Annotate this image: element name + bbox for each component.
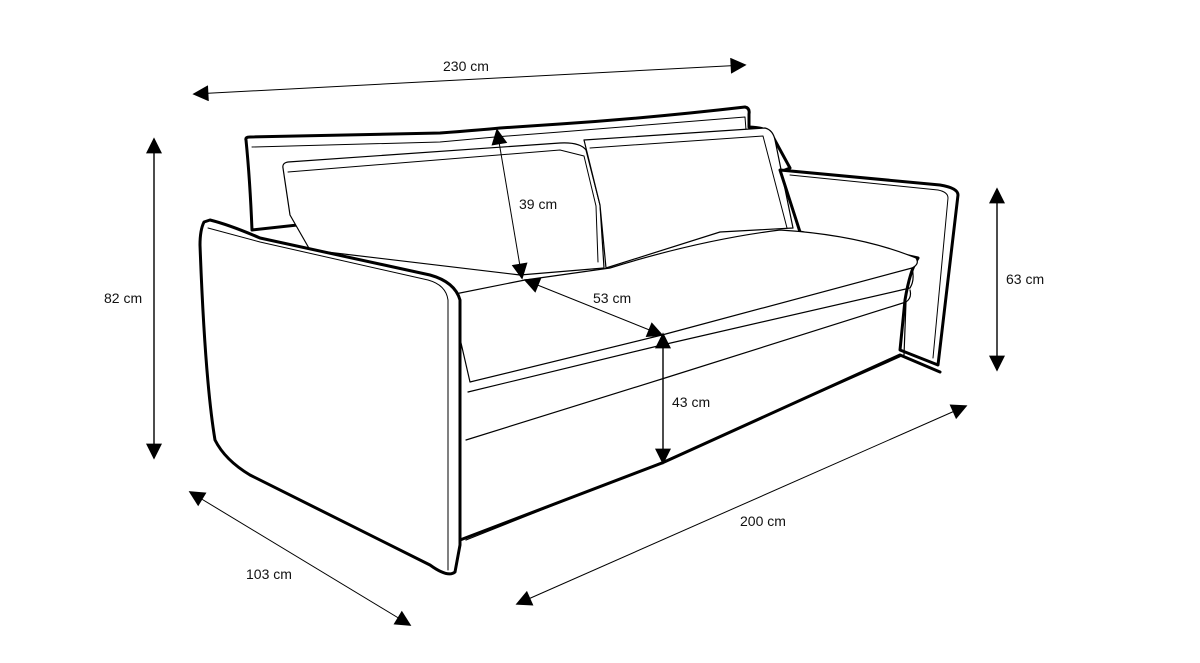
sofa-base <box>458 353 942 542</box>
overall-depth-label: 103 cm <box>246 566 292 582</box>
overall-width-label: 230 cm <box>443 58 489 74</box>
dim-line-103 <box>188 491 412 626</box>
dimension-lines <box>146 57 1005 626</box>
dim-line-230 <box>192 57 747 102</box>
dim-line-53 <box>523 277 664 338</box>
sofa-outline <box>198 105 960 576</box>
dim-line-200 <box>515 404 968 606</box>
seat-depth-label: 53 cm <box>593 290 632 306</box>
base-length-label: 200 cm <box>740 513 786 529</box>
back-cushion-right <box>583 127 794 269</box>
arm-height-label: 63 cm <box>1006 271 1045 287</box>
back-cushion-height-label: 39 cm <box>519 196 558 212</box>
left-arm <box>198 218 462 576</box>
dim-line-39 <box>491 128 528 280</box>
seat-height-label: 43 cm <box>672 394 711 410</box>
seat-cushion <box>449 229 918 383</box>
overall-height-label: 82 cm <box>104 290 143 306</box>
